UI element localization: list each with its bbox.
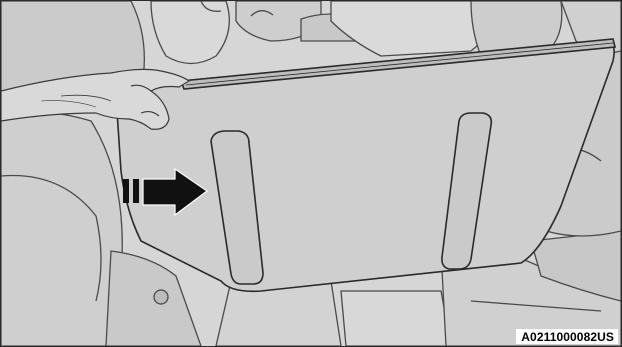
figure-code: A0211000082US (516, 329, 618, 344)
left-structure (1, 112, 122, 346)
